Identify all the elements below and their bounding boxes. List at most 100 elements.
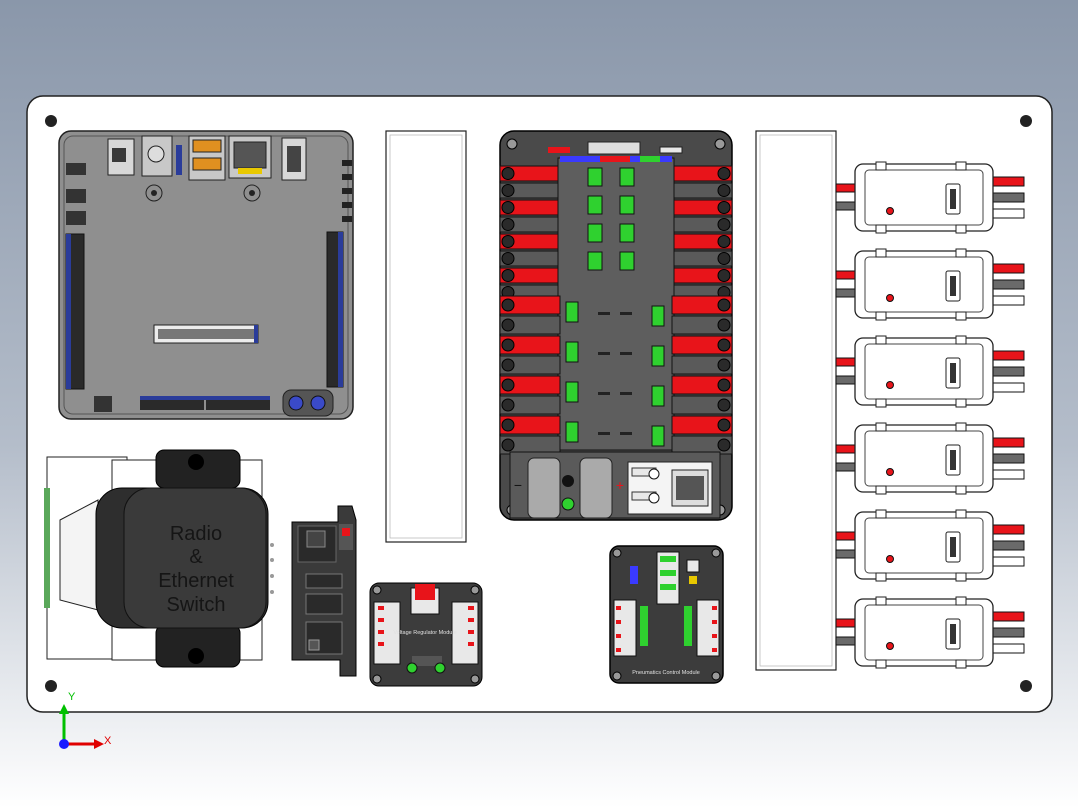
pdp-fuse-left-0: [565, 301, 579, 323]
axis-triad: Y X: [59, 691, 112, 749]
mc-status-led-1: [886, 207, 894, 215]
mc-tab-bl-2: [875, 311, 887, 321]
pdp-fuse-left-1: [565, 341, 579, 363]
mc-tab-br-4: [955, 485, 967, 495]
pdp-screw-right-12: [717, 378, 731, 392]
pdp-fuse-slots: [565, 167, 665, 447]
mc-connector-pins-6: [950, 624, 956, 644]
pdp-slot-a-2: [598, 392, 610, 395]
pdp-screw-right-8: [717, 298, 731, 312]
mc-status-led-3: [886, 381, 894, 389]
mc-tab-br-2: [955, 311, 967, 321]
mc-tab-bl-4: [875, 485, 887, 495]
radio-ethernet-switch: Radio & Ethernet Switch: [44, 449, 274, 668]
pdp-small-fuse-2: [587, 195, 603, 215]
pdp-screw-left-15: [501, 438, 515, 452]
pdp-channel-right-13: [671, 395, 733, 415]
pdp-screw-left-12: [501, 378, 515, 392]
mc-tab-bl-6: [875, 659, 887, 669]
mc-tab-bl-5: [875, 572, 887, 582]
pdp-slot-a-3: [598, 432, 610, 435]
pdp-screw-right-10: [717, 338, 731, 352]
mc-tab-bl-3: [875, 398, 887, 408]
mc-inner-1: [864, 169, 984, 226]
pdp-channel-left-3: [499, 216, 559, 233]
pdp-slot-b-2: [620, 392, 632, 395]
pdp-channel-left-5: [499, 250, 559, 267]
pdp-screw-left-14: [501, 418, 515, 432]
mc-tab-bl-1: [875, 224, 887, 234]
mc-status-led-4: [886, 468, 894, 476]
pdp-screw-right-6: [717, 269, 731, 282]
mc-output-white-1: [989, 208, 1025, 219]
pdp-screw-left-5: [501, 252, 515, 265]
pdp-fuse-right-3: [651, 425, 665, 447]
mc-body-2: [854, 250, 994, 319]
pdp-channel-right-10: [671, 335, 733, 355]
mc-tab-tr-3: [955, 335, 967, 345]
axis-y-label: Y: [68, 691, 76, 703]
mc-output-gray-2: [989, 279, 1025, 290]
mc-status-led-5: [886, 555, 894, 563]
cable-channel-left: [385, 130, 467, 543]
pdp-screw-right-14: [717, 418, 731, 432]
pneumatics-control-module: Pneumatics Control Module: [609, 545, 724, 684]
pdp-channel-left-8: [499, 295, 561, 315]
pdp-channel-left-9: [499, 315, 561, 335]
pdp-channel-left-14: [499, 415, 561, 435]
mc-tab-tr-2: [955, 248, 967, 258]
mc-inner-3: [864, 343, 984, 400]
pdp-screw-right-11: [717, 358, 731, 372]
pdp-slot-b-1: [620, 352, 632, 355]
pdp-screw-right-3: [717, 218, 731, 231]
mc-tab-tl-4: [875, 422, 887, 432]
mc-tab-br-1: [955, 224, 967, 234]
pdp-channel-left-6: [499, 267, 559, 284]
voltage-regulator-module: Voltage Regulator Module: [369, 582, 483, 687]
pdp-small-fuse-1: [619, 167, 635, 187]
pdp-screw-right-1: [717, 184, 731, 197]
pdp-channel-right-0: [673, 165, 733, 182]
pdp-screw-left-11: [501, 358, 515, 372]
pdp-channel-left-4: [499, 233, 559, 250]
pdp-channel-right-6: [673, 267, 733, 284]
mc-body-5: [854, 511, 994, 580]
mc-output-gray-5: [989, 540, 1025, 551]
pdp-channel-right-14: [671, 415, 733, 435]
axis-x-label: X: [104, 735, 112, 747]
mc-output-white-3: [989, 382, 1025, 393]
mc-tab-br-6: [955, 659, 967, 669]
mc-tab-tr-1: [955, 161, 967, 171]
pdp-screw-left-0: [501, 167, 515, 180]
pdp-small-fuse-3: [619, 195, 635, 215]
pdp-channel-left-10: [499, 335, 561, 355]
pdp-slot-b-3: [620, 432, 632, 435]
mc-connector-pins-3: [950, 363, 956, 383]
pdp-positive-label: +: [616, 477, 624, 493]
mc-output-red-6: [989, 611, 1025, 622]
motor-controller-1: [835, 161, 1025, 234]
pdp-screw-right-5: [717, 252, 731, 265]
pdp-small-fuse-6: [587, 251, 603, 271]
mc-status-led-2: [886, 294, 894, 302]
pdp-negative-label: −: [514, 477, 522, 493]
mc-body-4: [854, 424, 994, 493]
motor-controllers: [835, 161, 1025, 669]
mc-tab-tl-5: [875, 509, 887, 519]
pdp-channel-left-12: [499, 375, 561, 395]
motor-controller-2: [835, 248, 1025, 321]
mc-status-led-6: [886, 642, 894, 650]
pdp-channel-right-2: [673, 199, 733, 216]
mc-output-white-5: [989, 556, 1025, 567]
pdp-small-fuse-0: [587, 167, 603, 187]
pdp-slot-a-1: [598, 352, 610, 355]
pdp-screw-right-15: [717, 438, 731, 452]
mc-tab-tl-2: [875, 248, 887, 258]
mc-output-red-4: [989, 437, 1025, 448]
mc-connector-pins-2: [950, 276, 956, 296]
mc-body-6: [854, 598, 994, 667]
mc-output-white-6: [989, 643, 1025, 654]
mc-inner-6: [864, 604, 984, 661]
mc-output-red-5: [989, 524, 1025, 535]
